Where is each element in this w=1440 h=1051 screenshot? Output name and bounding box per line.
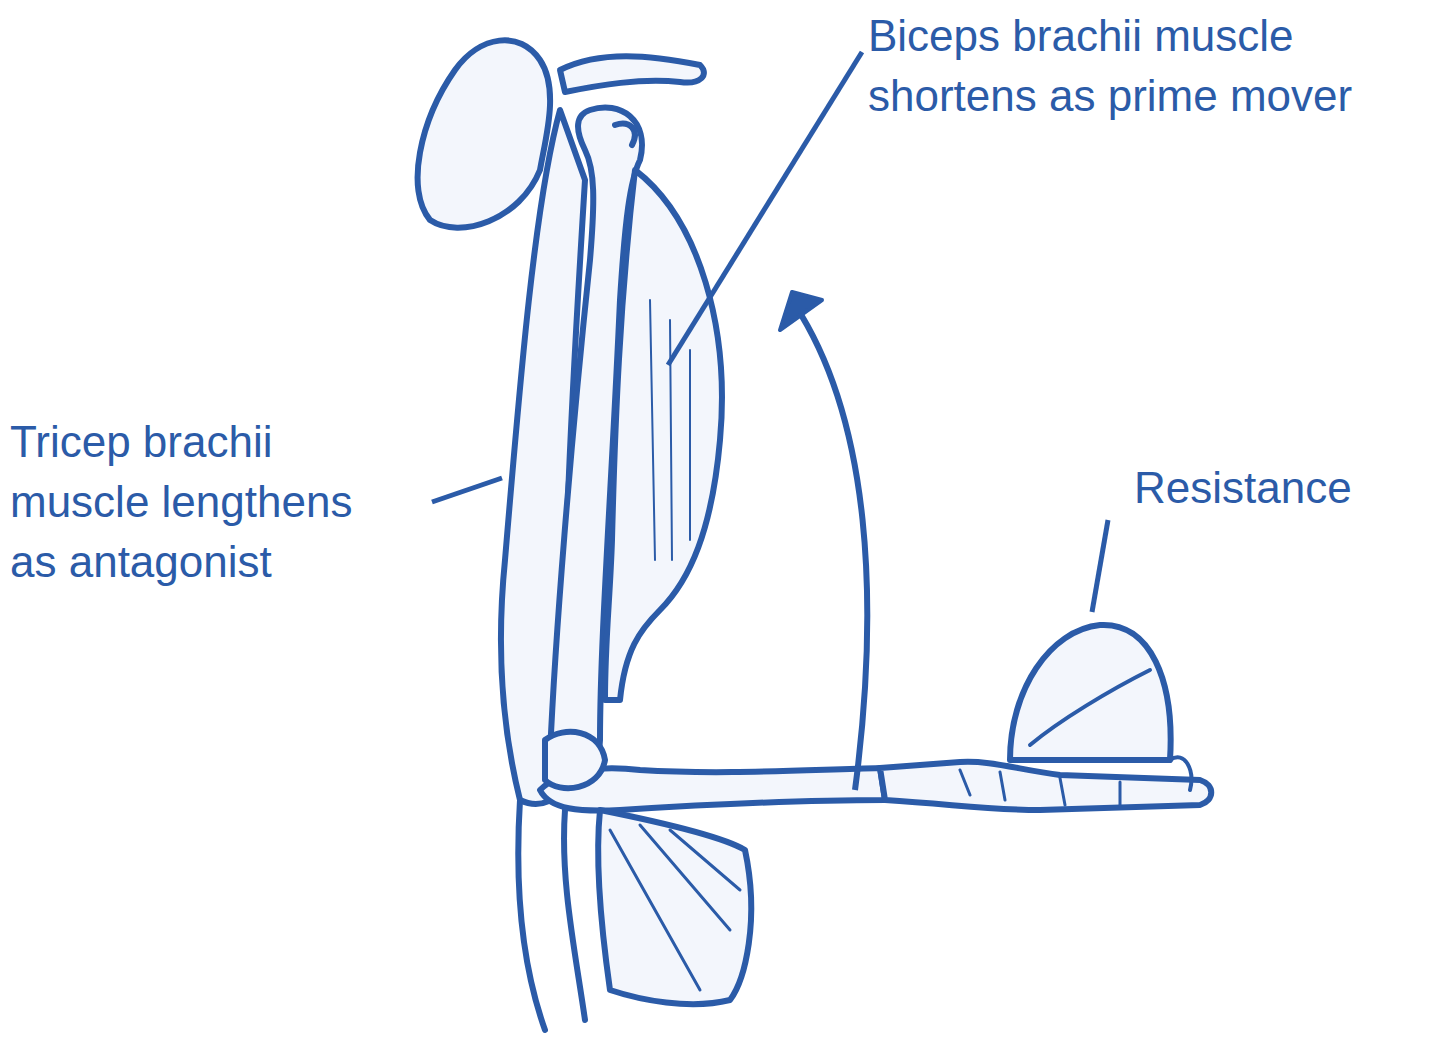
scapula [418,40,551,227]
hand [880,762,1211,810]
callout-label: Tricep brachii muscle lengthens as antag… [10,412,410,592]
leader-line [668,52,862,365]
lower-muscle [598,810,751,1004]
callout-label: Resistance [1134,458,1424,518]
leader-line [432,478,502,502]
leader-line [1092,520,1108,612]
resistance-ball [1010,625,1171,760]
callout-label: Biceps brachii muscle shortens as prime … [868,6,1430,126]
biceps-muscle [605,170,722,700]
clavicle [560,56,704,92]
motion-arrowhead [780,292,822,330]
motion-arrow [795,305,867,790]
